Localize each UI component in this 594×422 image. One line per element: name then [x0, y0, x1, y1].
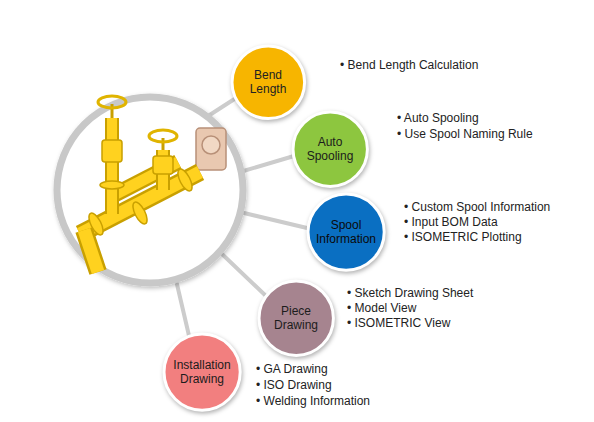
feature-circle: Bend Length — [231, 45, 306, 120]
bullet-item: • ISOMETRIC View — [347, 316, 450, 331]
circle-title: Spool Information — [316, 218, 376, 246]
feature-circle: Piece Drawing — [258, 280, 334, 356]
feature-circle: Auto Spooling — [292, 111, 368, 187]
bullet-item: • GA Drawing — [256, 362, 328, 377]
pipe-drawing — [80, 96, 226, 272]
frame-circle — [57, 97, 243, 283]
circle-fill — [293, 112, 367, 186]
bullet-item: • Auto Spooling — [397, 111, 479, 126]
feature-circle: Installation Drawing — [163, 333, 241, 411]
bullet-item: • ISOMETRIC Plotting — [404, 230, 522, 245]
bullet-item: • Input BOM Data — [404, 215, 498, 230]
circle-fill — [259, 281, 333, 355]
circle-fill — [308, 194, 384, 270]
circle-fill — [232, 46, 305, 119]
circle-title: Piece Drawing — [267, 304, 325, 332]
circle-title: Bend Length — [240, 68, 296, 96]
bullet-item: • ISO Drawing — [256, 378, 332, 393]
bullet-item: • Welding Information — [256, 394, 370, 409]
circle-title: Installation Drawing — [172, 358, 232, 386]
bullet-item: • Custom Spool Information — [404, 200, 550, 215]
bullet-item: • Sketch Drawing Sheet — [347, 286, 473, 301]
bullet-item: • Bend Length Calculation — [340, 58, 478, 73]
circle-title: Auto Spooling — [301, 135, 359, 163]
bullet-item: • Use Spool Naming Rule — [397, 127, 533, 142]
bullet-item: • Model View — [347, 301, 416, 316]
feature-circle: Spool Information — [307, 193, 385, 271]
circle-fill — [164, 334, 240, 410]
